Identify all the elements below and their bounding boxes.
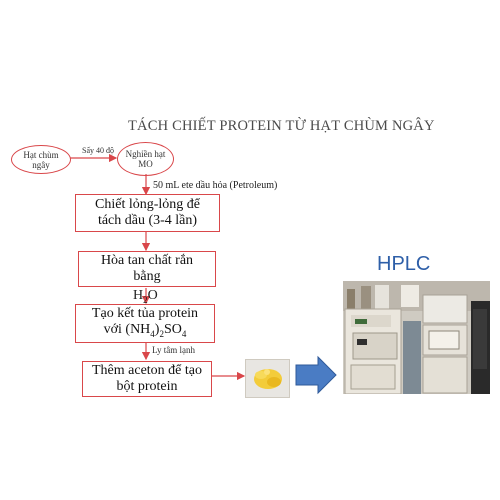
node-step2-line1: Hòa tan chất rắn [100,253,194,268]
node-step3: Tạo kết tủa protein với (NH4)2SO4 [75,304,215,343]
hplc-label: HPLC [377,253,431,275]
node-ground: Nghiền hạt MO [117,142,174,176]
hplc-instrument-photo [343,281,490,394]
label-dry: Sấy 40 độ [82,146,114,155]
node-step1-label: Chiết lỏng-lỏng để tách dầu (3-4 lần) [95,197,200,228]
hplc-image [343,281,490,394]
node-seed-label: Hạt chùm ngây [23,149,59,170]
block-arrow-to-hplc [295,355,337,395]
node-step1: Chiết lỏng-lỏng để tách dầu (3-4 lần) [75,194,220,232]
label-solvent: 50 mL ete dầu hỏa (Petroleum) [153,180,278,191]
node-step4-label: Thêm aceton để tạo bột protein [91,363,202,394]
node-step2-line2: bằng [133,269,161,284]
label-centrifuge: Ly tâm lạnh [152,345,195,355]
node-step3-line1: Tạo kết tủa protein [91,305,199,321]
node-ground-label: Nghiền hạt MO [125,149,166,169]
powder-image [254,369,282,389]
node-step3-line2: với (NH4)2SO4 [103,321,187,339]
diagram-title: TÁCH CHIẾT PROTEIN TỪ HẠT CHÙM NGÂY [128,118,435,134]
node-seed: Hạt chùm ngây [11,145,71,174]
node-step2: Hòa tan chất rắn bằng [78,251,216,287]
protein-powder-photo [245,359,290,398]
water-formula: H2O [133,288,158,305]
node-step4: Thêm aceton để tạo bột protein [82,361,212,397]
